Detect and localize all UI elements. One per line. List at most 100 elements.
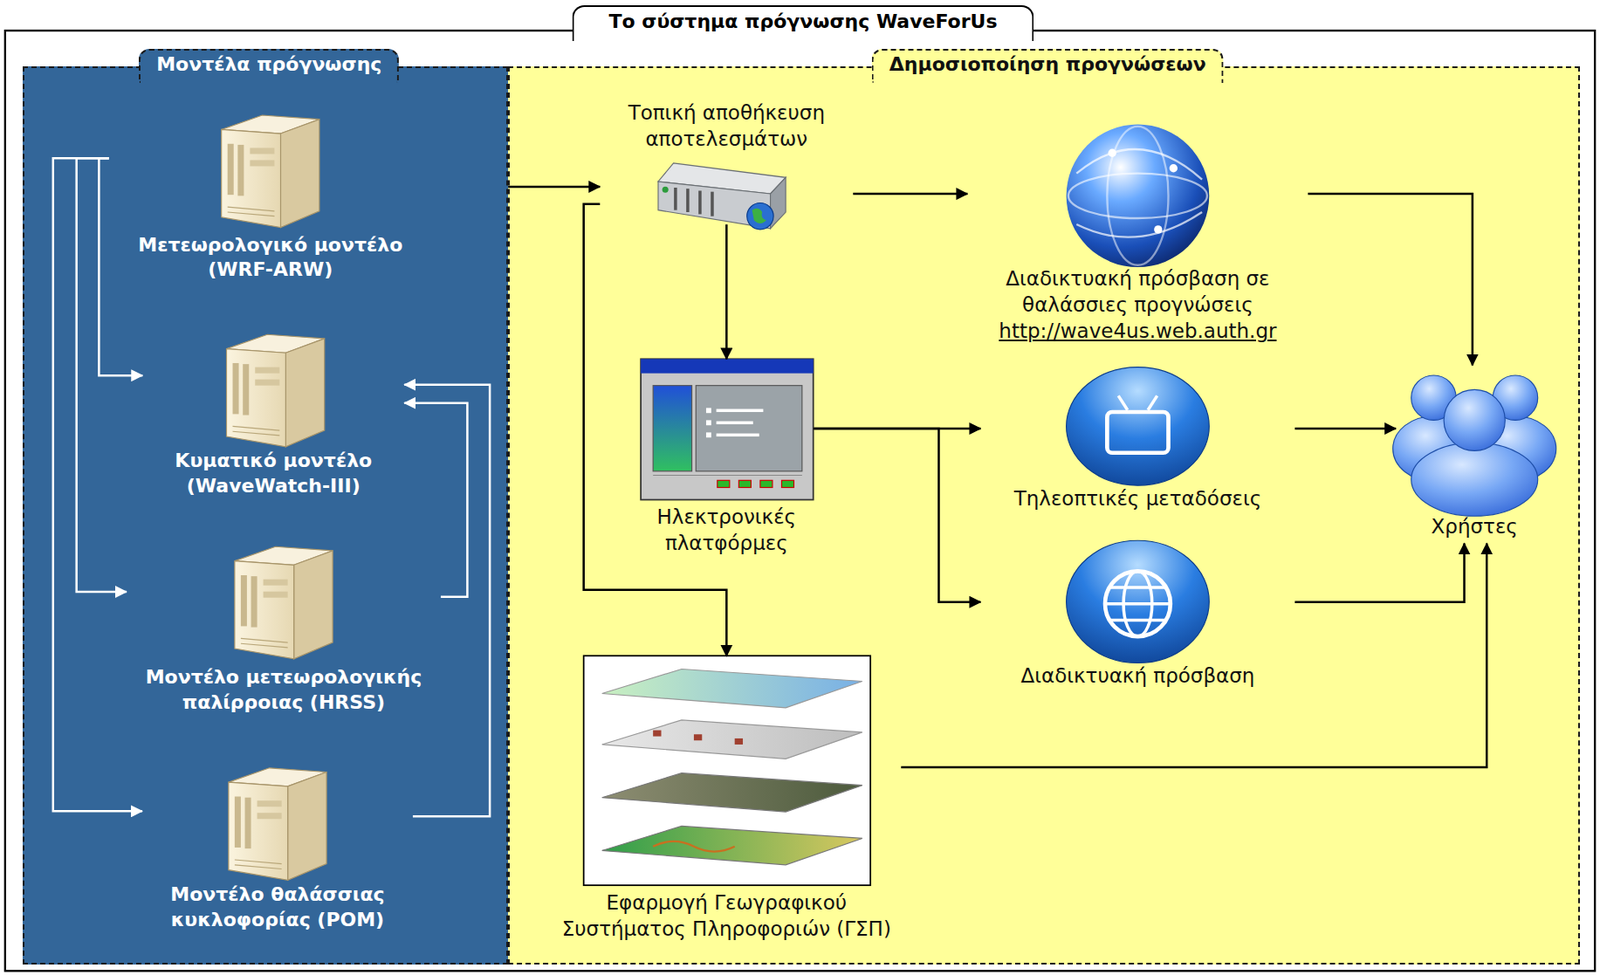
platform-window-icon	[706, 407, 712, 413]
storage-server-icon	[673, 187, 678, 211]
platform-window-icon	[652, 385, 692, 472]
gis-layers-illustration	[602, 668, 863, 708]
connector-arrow	[404, 403, 467, 598]
icon-node: Εφαρμογή Γεωγραφικού Συστήματος Πληροφορ…	[551, 656, 901, 947]
web-globe-icon	[1076, 149, 1202, 180]
gis-layers-illustration	[734, 738, 743, 745]
platform-window-icon	[706, 432, 712, 438]
connector-arrow	[725, 224, 728, 359]
connector-arrow	[508, 185, 600, 189]
gis-layers-illustration	[602, 825, 863, 865]
icon-node: Κυματικό μοντέλο (WaveWatch-III)	[142, 326, 405, 502]
platform-window-icon	[716, 433, 760, 438]
icon-node: Μετεωρολογικό μοντέλο (WRF-ARW)	[109, 107, 433, 287]
node-label: Τοπική αποθήκευση αποτελεσμάτων	[603, 100, 850, 153]
outer-frame	[5, 30, 1595, 971]
tv-button-icon	[1066, 367, 1210, 487]
group-panel: Τοπική αποθήκευση αποτελεσμάτωνΔιαδικτυα…	[508, 66, 1580, 965]
users-icon	[1443, 389, 1505, 451]
users-icon	[1393, 416, 1476, 482]
platform-window-icon	[640, 358, 814, 500]
platform-window-icon	[640, 358, 814, 500]
web-button-icon	[1105, 602, 1171, 606]
platform-window-icon	[652, 474, 803, 476]
storage-server-icon	[658, 181, 771, 229]
icon-node: Διαδικτυακή πρόσβαση	[980, 538, 1295, 694]
users-icon	[1393, 375, 1557, 516]
web-globe-icon	[1108, 149, 1117, 158]
users-icon	[1492, 375, 1538, 420]
node-label: Εφαρμογή Γεωγραφικού Συστήματος Πληροφορ…	[555, 890, 898, 943]
node-label: Τηλεοπτικές μεταδόσεις	[983, 486, 1291, 513]
web-globe-icon	[1153, 225, 1162, 234]
node-label: Μοντέλο μετεωρολογικής παλίρροιας (HRSS)	[130, 665, 438, 715]
connector-arrow	[1294, 427, 1396, 431]
node-label: Μοντέλο θαλάσσιας κυκλοφορίας (POM)	[145, 882, 410, 933]
link-text: http://wave4us.web.auth.gr	[970, 318, 1305, 345]
connector-arrow	[813, 427, 981, 431]
node-label: Διαδικτυακή πρόσβαση σε θαλάσσιες προγνώ…	[970, 266, 1305, 319]
users-icon	[1474, 416, 1557, 482]
connector-arrow	[813, 428, 981, 603]
storage-server-icon	[658, 163, 786, 230]
storage-server-icon	[662, 186, 669, 193]
web-globe-icon	[1068, 173, 1208, 219]
tv-button-icon	[1118, 395, 1128, 410]
gis-layers-illustration	[602, 720, 863, 759]
web-button-icon	[1066, 540, 1210, 663]
storage-server-icon	[770, 177, 787, 228]
gis-layers-illustration	[583, 655, 871, 886]
web-button-icon	[1110, 618, 1166, 623]
platform-window-icon	[640, 358, 814, 373]
storage-server-icon	[752, 208, 767, 224]
platform-window-icon	[781, 480, 794, 488]
connector-arrow	[583, 204, 728, 657]
users-icon	[1411, 442, 1539, 516]
connector-arrow	[1307, 193, 1472, 365]
web-button-icon	[1110, 585, 1166, 590]
node-label: Μετεωρολογικό μοντέλο (WRF-ARW)	[112, 233, 429, 283]
connector-arrow	[900, 542, 1487, 768]
platform-window-icon	[716, 421, 754, 426]
server-tower-icon	[221, 115, 333, 880]
icon-node: Μοντέλο μετεωρολογικής παλίρροιας (HRSS)	[126, 538, 441, 719]
storage-server-icon	[698, 190, 702, 214]
panel-heading: Δημοσιοποίηση προγνώσεων	[889, 52, 1207, 78]
icon-node: Χρήστες	[1395, 365, 1553, 544]
server-tower-icon	[234, 546, 333, 660]
web-button-icon	[1123, 570, 1153, 637]
web-globe-icon	[1066, 124, 1210, 268]
gis-layers-illustration	[652, 841, 735, 852]
server-tower-icon	[228, 768, 327, 881]
platform-window-icon	[760, 480, 773, 488]
web-button-icon	[1105, 570, 1171, 637]
gis-layers-illustration	[583, 655, 871, 886]
tv-button-icon	[1106, 412, 1168, 454]
tv-button-icon	[1147, 395, 1158, 410]
platform-window-icon	[695, 385, 803, 472]
web-globe-icon	[1169, 164, 1178, 172]
icon-node: Διαδικτυακή πρόσβαση σε θαλάσσιες προγνώ…	[967, 128, 1308, 349]
storage-server-icon	[686, 188, 690, 213]
icon-node: Ηλεκτρονικές πλατφόρμες	[638, 358, 814, 561]
server-tower-icon	[221, 115, 320, 228]
web-button-icon	[1066, 540, 1210, 663]
web-globe-icon	[1076, 212, 1202, 238]
icon-node: Τηλεοπτικές μεταδόσεις	[980, 365, 1295, 516]
node-label: Διαδικτυακή πρόσβαση	[983, 663, 1291, 690]
web-globe-icon	[1106, 126, 1168, 266]
connector-arrow	[852, 192, 968, 196]
platform-window-icon	[716, 409, 764, 413]
node-label: Κυματικό μοντέλο (WaveWatch-III)	[145, 448, 401, 499]
icon-node: Μοντέλο θαλάσσιας κυκλοφορίας (POM)	[142, 760, 413, 936]
gis-layers-illustration	[652, 730, 661, 737]
group-panel: Μετεωρολογικό μοντέλο (WRF-ARW) Κυματικό …	[22, 66, 509, 965]
panel-heading: Μοντέλα πρόγνωσης	[156, 52, 382, 78]
diagram-title: Το σύστημα πρόγνωσης WaveForUs	[571, 5, 1034, 42]
platform-window-icon	[717, 480, 730, 488]
users-icon	[1411, 375, 1456, 420]
storage-server-icon	[747, 203, 774, 230]
storage-server-icon	[658, 163, 786, 194]
platform-window-icon	[738, 480, 751, 488]
